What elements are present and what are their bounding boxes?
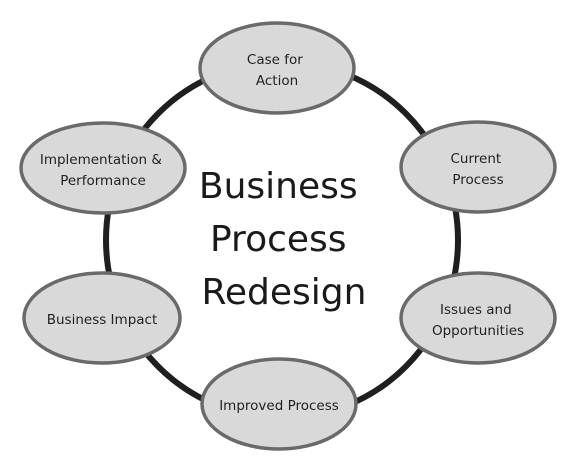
node-improved-process: Improved Process bbox=[200, 357, 358, 451]
node-ellipse bbox=[399, 120, 557, 214]
center-title-line: Redesign bbox=[202, 272, 367, 313]
node-label: Implementation & Performance bbox=[40, 152, 166, 189]
node-ellipse bbox=[198, 21, 356, 115]
node-issues-and-opportunities: Issues and Opportunities bbox=[399, 271, 557, 365]
node-label: Current Process bbox=[450, 151, 505, 188]
node-ellipse bbox=[200, 357, 358, 451]
center-title-line: Business bbox=[199, 166, 358, 207]
node-label: Improved Process bbox=[219, 398, 339, 414]
node-label: Case for Action bbox=[247, 52, 307, 89]
node-ellipse bbox=[19, 121, 187, 215]
node-label: Issues and Opportunities bbox=[432, 302, 524, 339]
node-implementation-and-performance: Implementation & Performance bbox=[19, 121, 187, 215]
node-label: Business Impact bbox=[47, 312, 158, 328]
node-ellipse bbox=[399, 271, 557, 365]
center-title: Business Process Redesign bbox=[199, 166, 369, 313]
node-case-for-action: Case for Action bbox=[198, 21, 356, 115]
node-ellipse bbox=[22, 271, 182, 365]
node-current-process: Current Process bbox=[399, 120, 557, 214]
center-title-line: Process bbox=[210, 219, 347, 260]
node-business-impact: Business Impact bbox=[22, 271, 182, 365]
